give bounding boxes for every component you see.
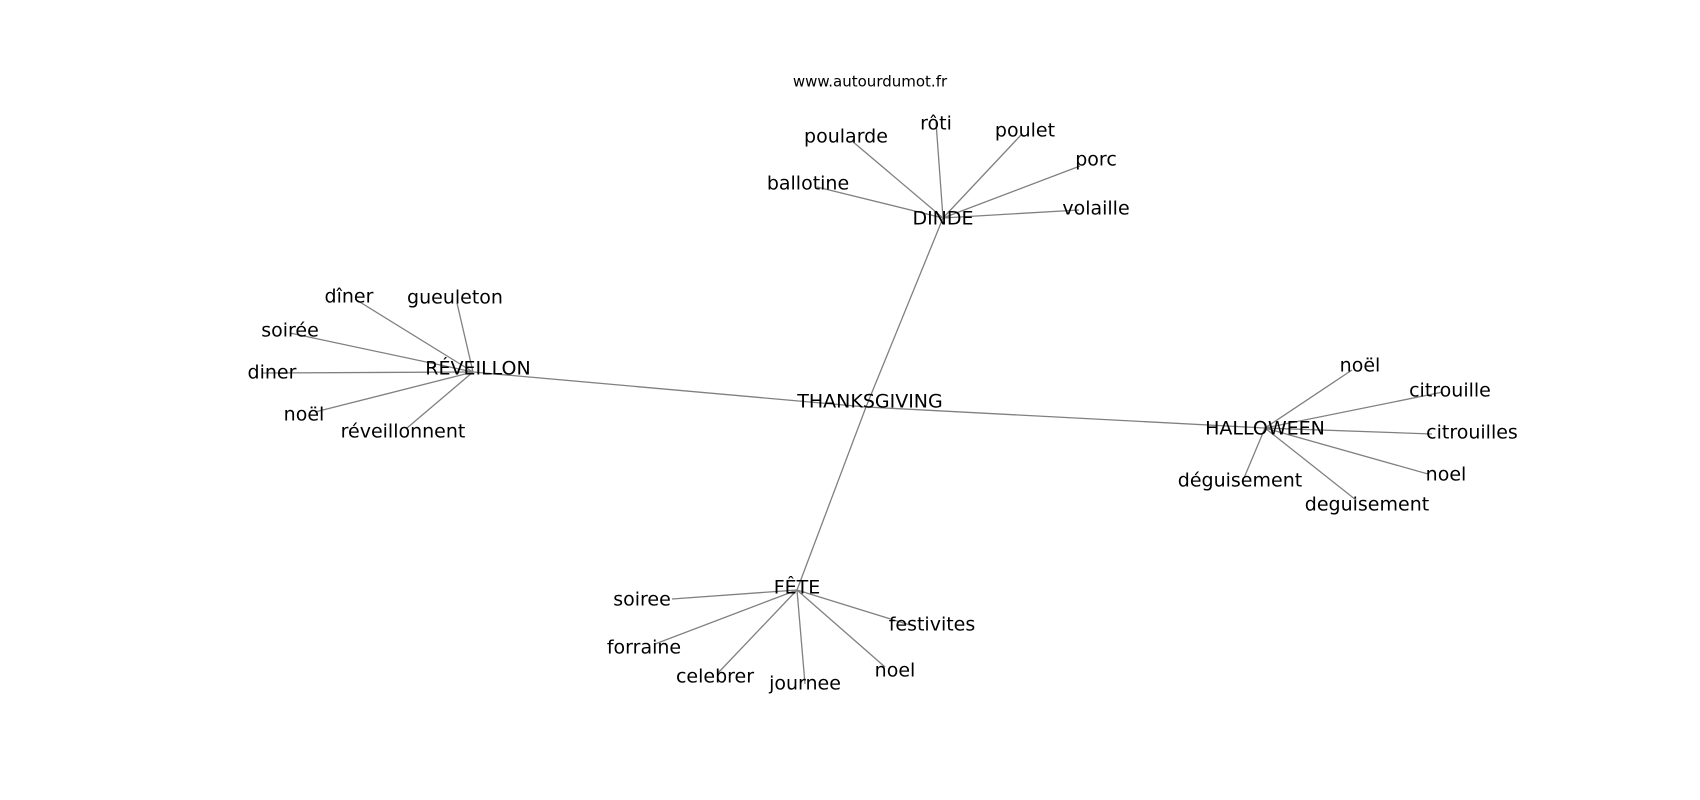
leaf-node-fete-festivites: festivites	[889, 614, 976, 636]
edge-dinde-ballotine	[816, 186, 944, 219]
edge-halloween-citrouilles	[1264, 427, 1433, 435]
leaf-node-halloween-citrouille: citrouille	[1409, 380, 1491, 402]
leaf-node-dinde-poularde: poularde	[804, 126, 888, 148]
leaf-node-dinde-ballotine: ballotine	[767, 173, 849, 195]
edge-fete-noel	[796, 589, 886, 668]
leaf-node-fete-soiree: soiree	[613, 589, 671, 611]
leaf-node-reveillon-diner: diner	[248, 362, 297, 384]
edge-dinde-roti	[935, 121, 944, 219]
leaf-node-fete-journee: journee	[768, 673, 841, 695]
edge-fete-journee	[796, 589, 806, 685]
leaf-node-reveillon-gueuleton: gueuleton	[407, 287, 503, 309]
edges	[261, 121, 1444, 685]
hub-node-dinde: DINDE	[912, 208, 973, 230]
leaf-node-dinde-poulet: poulet	[995, 120, 1055, 142]
edge-reveillon-diner	[261, 371, 474, 374]
edge-reveillon-reveillonnent	[406, 371, 474, 429]
hub-node-halloween: HALLOWEEN	[1205, 418, 1325, 440]
leaf-node-dinde-roti: rôti	[920, 113, 952, 135]
edge-center-halloween	[865, 406, 1266, 429]
leaf-node-halloween-deguisement: deguisement	[1305, 494, 1429, 516]
edge-center-fete	[796, 406, 867, 591]
leaf-node-fete-celebrer: celebrer	[676, 666, 754, 688]
leaf-node-reveillon-diner: dîner	[325, 286, 374, 308]
edge-reveillon-soiree	[289, 332, 474, 373]
leaf-node-dinde-volaille: volaille	[1062, 198, 1129, 220]
edge-halloween-deguisement	[1243, 427, 1266, 479]
edge-dinde-volaille	[942, 209, 1080, 219]
edge-halloween-citrouille	[1264, 391, 1444, 429]
source-label: www.autourdumot.fr	[793, 73, 948, 91]
edge-dinde-poularde	[851, 140, 944, 219]
leaf-node-dinde-porc: porc	[1075, 149, 1117, 171]
leaf-node-fete-noel: noel	[875, 660, 916, 682]
leaf-node-halloween-noel: noël	[1340, 355, 1381, 377]
edge-fete-festivites	[796, 589, 911, 626]
leaf-node-reveillon-reveillonnent: réveillonnent	[341, 421, 466, 443]
leaf-node-halloween-citrouilles: citrouilles	[1426, 422, 1518, 444]
center-node-label: THANKSGIVING	[796, 391, 943, 413]
leaf-node-reveillon-soiree: soirée	[261, 320, 319, 342]
edge-halloween-deguisement	[1264, 427, 1357, 501]
edge-halloween-noel	[1264, 427, 1429, 475]
edge-fete-soiree	[671, 589, 798, 600]
edge-reveillon-diner	[354, 298, 474, 373]
leaf-node-halloween-noel: noel	[1426, 464, 1467, 486]
edge-dinde-poulet	[942, 134, 1022, 219]
edge-fete-forraine	[654, 589, 798, 645]
edge-fete-celebrer	[717, 589, 798, 674]
leaf-node-fete-forraine: forraine	[607, 637, 681, 659]
edge-halloween-noel	[1264, 369, 1353, 429]
edge-reveillon-gueuleton	[456, 302, 474, 373]
hub-node-fete: FÊTE	[774, 576, 821, 599]
edge-dinde-porc	[942, 165, 1081, 219]
edge-center-reveillon	[472, 371, 867, 408]
leaf-node-halloween-deguisement: déguisement	[1178, 470, 1302, 492]
leaf-node-reveillon-noel: noël	[284, 404, 325, 426]
edge-center-dinde	[865, 217, 944, 408]
labels: www.autourdumot.fr THANKSGIVING DINDE poul…	[248, 73, 1518, 695]
hub-node-reveillon: RÉVEILLON	[425, 357, 530, 380]
edge-reveillon-noel	[314, 371, 474, 413]
